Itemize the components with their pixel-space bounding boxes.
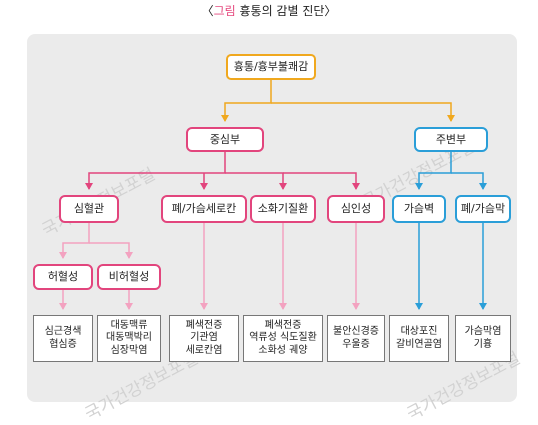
leaf-lung-pleura: 가슴막염 기흉 bbox=[455, 315, 511, 362]
arrow-central-cardiovascular bbox=[85, 152, 226, 190]
arrow-peripheral-chestwall bbox=[415, 152, 452, 190]
leaf-psychogenic-text: 불안신경증 우울증 bbox=[333, 326, 379, 350]
node-root-label: 흉통/흉부불쾌감 bbox=[233, 60, 309, 74]
node-cardiovascular: 심혈관 bbox=[59, 195, 119, 223]
leaf-ischemic: 심근경색 협심증 bbox=[33, 315, 93, 362]
node-chest-wall: 가슴벽 bbox=[392, 195, 446, 223]
leaf-lung-mediastinum: 폐색전증 기관염 세로칸염 bbox=[169, 315, 239, 362]
leaf-lung-pleura-text: 가슴막염 기흉 bbox=[464, 326, 502, 350]
leaf-non-ischemic-text: 대동맥류 대동맥박리 심장막염 bbox=[106, 319, 152, 356]
arrow-root-central bbox=[221, 80, 272, 122]
node-digestive: 소화기질환 bbox=[250, 195, 316, 223]
node-non-ischemic: 비허혈성 bbox=[97, 264, 161, 290]
arrow-root-peripheral bbox=[271, 102, 455, 122]
leaf-chest-wall: 대상포진 갈비연골염 bbox=[389, 315, 449, 362]
node-lung-pleura-label: 폐/가슴막 bbox=[460, 202, 506, 216]
node-lung-mediastinum-label: 폐/가슴세로칸 bbox=[171, 202, 237, 216]
node-lung-pleura: 폐/가슴막 bbox=[455, 195, 511, 223]
node-psychogenic: 심인성 bbox=[327, 195, 385, 223]
node-peripheral: 주변부 bbox=[414, 127, 488, 152]
node-root-chest-pain: 흉통/흉부불쾌감 bbox=[226, 54, 316, 80]
caption-label: 그림 bbox=[213, 4, 236, 18]
arrow-peripheral-pleura bbox=[451, 172, 487, 190]
leaf-non-ischemic: 대동맥류 대동맥박리 심장막염 bbox=[97, 315, 161, 362]
node-non-ischemic-label: 비허혈성 bbox=[108, 270, 150, 284]
node-peripheral-label: 주변부 bbox=[435, 132, 467, 146]
node-ischemic: 허혈성 bbox=[33, 264, 93, 290]
leaf-psychogenic: 불안신경증 우울증 bbox=[327, 315, 385, 362]
caption-bracket-open: 〈 bbox=[201, 4, 214, 18]
caption-bracket-close: 〉 bbox=[324, 4, 337, 18]
leaf-digestive: 폐색전증 역류성 식도질환 소화성 궤양 bbox=[243, 315, 323, 362]
arrow-central-digestive bbox=[225, 172, 287, 190]
leaf-chest-wall-text: 대상포진 갈비연골염 bbox=[396, 326, 442, 350]
node-central: 중심부 bbox=[186, 127, 264, 152]
node-cardiovascular-label: 심혈관 bbox=[73, 202, 105, 216]
leaf-ischemic-text: 심근경색 협심증 bbox=[44, 326, 82, 350]
connector-lines bbox=[59, 80, 487, 310]
node-lung-mediastinum: 폐/가슴세로칸 bbox=[161, 195, 247, 223]
arrow-cardio-nonischemic bbox=[89, 242, 133, 259]
diagram-caption: 〈그림 흉통의 감별 진단〉 bbox=[0, 2, 538, 19]
arrow-central-psychogenic bbox=[283, 172, 360, 190]
caption-title: 흉통의 감별 진단 bbox=[239, 4, 325, 18]
node-central-label: 중심부 bbox=[209, 132, 241, 146]
leaf-digestive-text: 폐색전증 역류성 식도질환 소화성 궤양 bbox=[249, 319, 317, 356]
node-psychogenic-label: 심인성 bbox=[340, 202, 372, 216]
node-ischemic-label: 허혈성 bbox=[47, 270, 79, 284]
arrow-cardio-ischemic bbox=[59, 223, 90, 259]
node-digestive-label: 소화기질환 bbox=[257, 202, 309, 216]
node-chest-wall-label: 가슴벽 bbox=[403, 202, 435, 216]
leaf-lung-mediastinum-text: 폐색전증 기관염 세로칸염 bbox=[185, 319, 223, 356]
